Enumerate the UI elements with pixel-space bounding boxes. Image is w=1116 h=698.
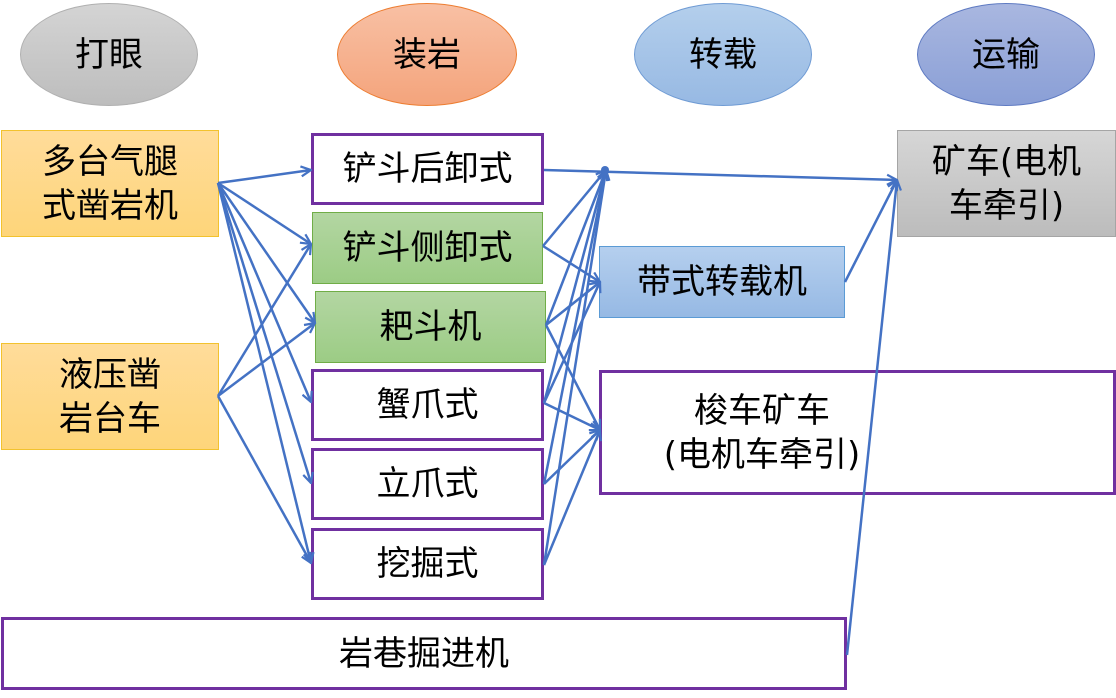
node-label: 多台气腿 式凿岩机 (42, 141, 178, 226)
arrow-loading-5-to-junction (542, 170, 606, 566)
arrow-loading-3-to-junction (542, 170, 606, 404)
header-drilling-label: 打眼 (75, 34, 143, 75)
node-label: 耙斗机 (379, 307, 482, 347)
loading-node-rear-dump-shovel: 铲斗后卸式 (311, 133, 544, 205)
header-transfer: 转载 (634, 3, 812, 106)
arrow-loading-3-to-transfer-0 (542, 282, 600, 404)
node-label: 岩巷掘进机 (339, 633, 509, 674)
node-label: 挖掘式 (376, 544, 479, 584)
node-label: 铲斗侧卸式 (342, 228, 513, 268)
loading-node-gathering-arm: 蟹爪式 (311, 369, 544, 441)
header-drilling: 打眼 (20, 3, 198, 106)
arrow-loading-1-to-transfer-0 (542, 244, 600, 282)
arrow-transfer-0-to-transport-0 (843, 180, 897, 283)
arrow-loading-5-to-transfer-1 (542, 430, 600, 566)
loading-node-side-dump-shovel: 铲斗侧卸式 (312, 212, 543, 284)
header-transport-label: 运输 (972, 34, 1040, 75)
header-loading: 装岩 (337, 3, 517, 106)
header-transport: 运输 (917, 3, 1095, 106)
arrow-drilling-1-to-loading-5 (216, 395, 311, 563)
arrow-drilling-0-to-loading-0 (217, 170, 311, 185)
loading-node-scraper: 耙斗机 (315, 291, 546, 363)
loading-node-vertical-claw: 立爪式 (311, 448, 544, 520)
arrow-loading-2-to-junction (544, 170, 606, 326)
arrow-loading-2-to-transfer-0 (545, 282, 600, 326)
arrow-drilling-0-to-loading-1 (217, 181, 311, 244)
transfer-node-shuttle-car: 梭车矿车 (电机车牵引) (599, 370, 1116, 495)
arrow-drilling-0-to-loading-3 (216, 182, 311, 402)
node-label: 立爪式 (376, 464, 479, 504)
arrow-loading-4-to-junction (542, 170, 606, 485)
node-label: 梭车矿车 (电机车牵引) (663, 390, 861, 475)
arrow-loading-1-to-junction (542, 170, 606, 247)
arrow-drilling-0-to-loading-4 (216, 182, 311, 483)
arrow-loading-4-to-transfer-1 (543, 430, 600, 485)
transfer-node-belt-conveyor: 带式转载机 (599, 246, 845, 318)
arrow-drilling-0-to-loading-2 (216, 182, 315, 323)
node-label: 蟹爪式 (376, 385, 479, 425)
junction-dot (601, 166, 609, 174)
arrow-loading-3-to-transfer-1 (543, 401, 600, 430)
node-label: 液压凿 岩台车 (59, 354, 161, 439)
loading-node-excavator: 挖掘式 (311, 528, 544, 600)
drilling-node-pneumatic-drills: 多台气腿 式凿岩机 (1, 130, 219, 237)
arrow-loading-0-to-transport-0 (543, 168, 897, 180)
arrow-drilling-1-to-loading-1 (216, 244, 311, 397)
arrow-drilling-1-to-loading-2 (217, 323, 315, 397)
node-label: 铲斗后卸式 (342, 149, 513, 189)
node-label: 带式转载机 (637, 262, 807, 302)
drilling-node-hydraulic-jumbo: 液压凿 岩台车 (1, 343, 219, 450)
transport-node-mine-car: 矿车(电机 车牵引) (897, 130, 1116, 237)
arrow-drilling-0-to-loading-5 (216, 182, 311, 563)
arrow-loading-2-to-transfer-1 (544, 324, 600, 430)
roadheader-node: 岩巷掘进机 (1, 617, 847, 690)
header-transfer-label: 转载 (689, 34, 757, 75)
header-loading-label: 装岩 (393, 34, 461, 75)
node-label: 矿车(电机 车牵引) (931, 141, 1082, 226)
